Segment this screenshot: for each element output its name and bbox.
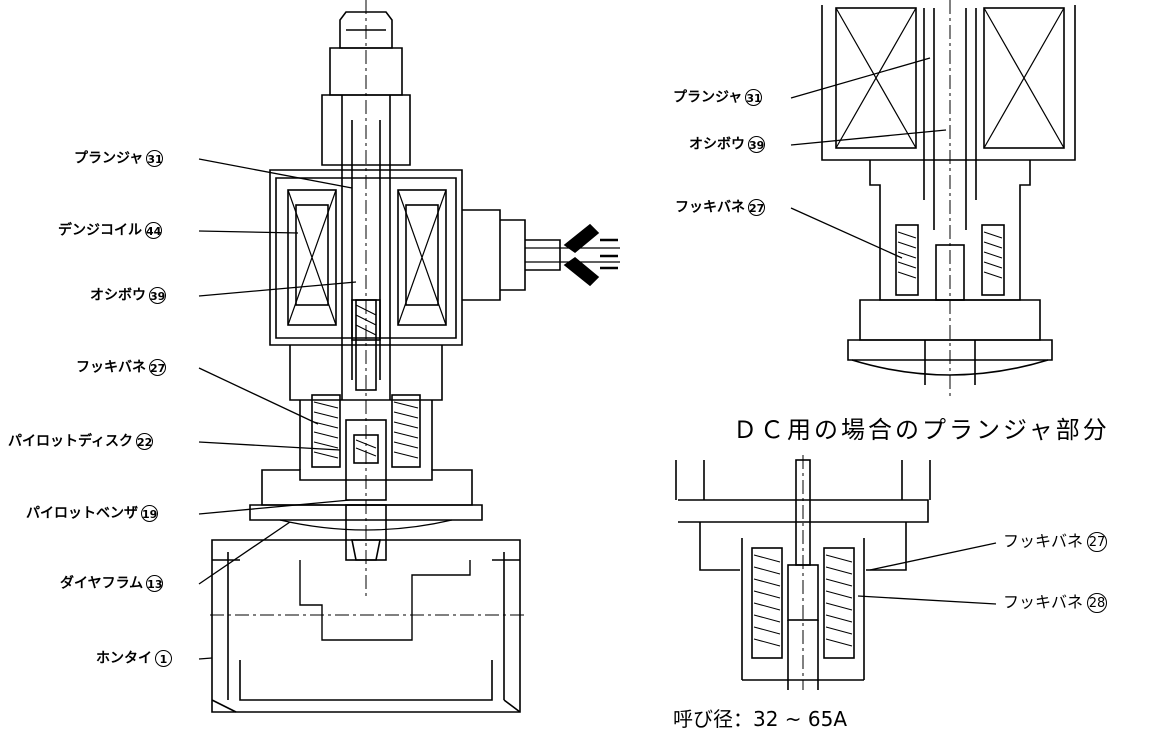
part-number: 27 bbox=[149, 359, 166, 376]
part-number: 22 bbox=[136, 433, 154, 450]
label-text: デンジコイル bbox=[58, 222, 142, 239]
label-text: フッキバネ bbox=[1003, 592, 1084, 612]
label-text: フッキバネ bbox=[675, 199, 745, 216]
part-number: 19 bbox=[141, 505, 158, 522]
main-leader-lines bbox=[198, 158, 357, 660]
part-number: 39 bbox=[748, 136, 765, 153]
label-text: ホンタイ bbox=[96, 650, 152, 667]
dc-caption: ＤＣ用の場合のプランジャ部分 bbox=[733, 416, 1110, 444]
label-text: ダイヤフラム bbox=[60, 575, 144, 592]
label-text: オシボウ bbox=[90, 287, 146, 304]
part-number: 13 bbox=[146, 575, 164, 592]
part-number: 39 bbox=[149, 287, 166, 304]
part-number: 1 bbox=[155, 650, 172, 667]
size-detail-drawing bbox=[675, 455, 931, 690]
size-caption: 呼び径：32 ~ 65A bbox=[673, 707, 848, 731]
main-valve-drawing bbox=[210, 0, 620, 713]
label-text: パイロットディスク bbox=[8, 433, 134, 450]
dc-plunger-drawing bbox=[821, 0, 1076, 400]
label-text: フッキバネ bbox=[76, 359, 146, 376]
label-text: パイロットベンザ bbox=[26, 505, 138, 522]
label-text: プランジャ bbox=[74, 150, 144, 167]
label-text: フッキバネ bbox=[1003, 531, 1084, 551]
part-number: 28 bbox=[1087, 593, 1108, 613]
label-text: プランジャ bbox=[673, 89, 743, 106]
part-number: 44 bbox=[145, 222, 162, 239]
part-number: 27 bbox=[1087, 532, 1108, 552]
dc-leader-lines bbox=[790, 57, 947, 259]
part-number: 31 bbox=[745, 89, 763, 106]
size-leader-lines bbox=[857, 542, 997, 605]
part-number: 27 bbox=[748, 199, 765, 216]
label-text: オシボウ bbox=[689, 136, 745, 153]
part-number: 31 bbox=[146, 150, 164, 167]
